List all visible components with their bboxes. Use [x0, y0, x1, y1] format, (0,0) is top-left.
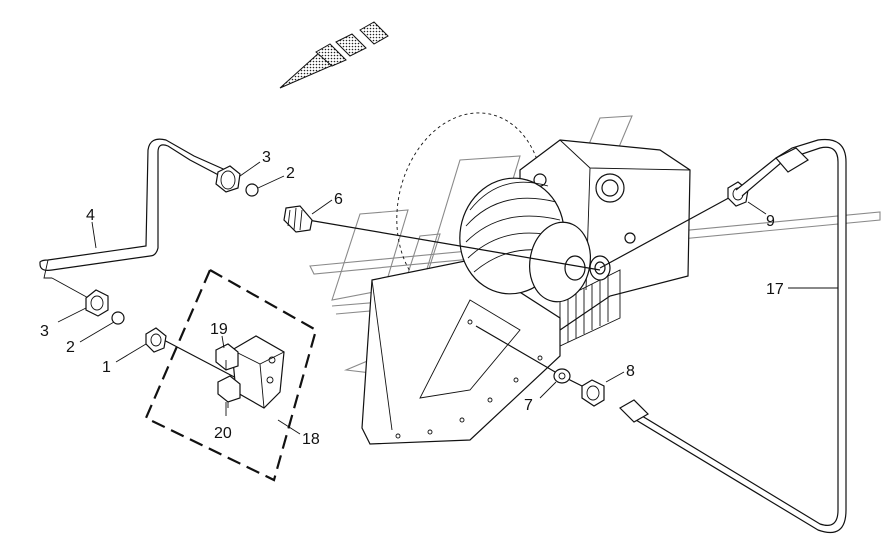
- supply-line: [307, 219, 601, 271]
- fitting-1: [145, 327, 167, 353]
- callout-3-top: 3: [262, 149, 271, 166]
- leader-lines: [57, 161, 838, 435]
- callout-7: 7: [524, 397, 533, 414]
- callout-1: 1: [102, 359, 111, 376]
- callout-labels: 3 2 6 4 3 2 1 19 20 18 9 17 8 7: [40, 149, 784, 448]
- callout-6: 6: [334, 191, 343, 208]
- callout-18: 18: [302, 431, 320, 448]
- callout-9: 9: [766, 213, 775, 230]
- fitting-6: [283, 205, 313, 233]
- callout-2-bottom: 2: [66, 339, 75, 356]
- nut-8: [581, 379, 605, 407]
- callout-2-top: 2: [286, 165, 295, 182]
- callout-3-bottom: 3: [40, 323, 49, 340]
- callout-20: 20: [214, 425, 232, 442]
- valve-block: [215, 335, 285, 409]
- nut-3-top: [215, 165, 241, 193]
- kit-18-box: [144, 268, 318, 482]
- direction-arrow-icon: [279, 21, 389, 89]
- ring-2-top: [245, 183, 259, 197]
- gearbox-housing: [361, 112, 691, 445]
- pipe-17: [619, 138, 847, 534]
- nut-3-bottom: [85, 289, 109, 317]
- callout-8: 8: [626, 363, 635, 380]
- motor-to-fitting-line: [599, 193, 737, 269]
- washer-7: [553, 368, 571, 384]
- callout-19: 19: [210, 321, 228, 338]
- pipe-4: [39, 138, 231, 301]
- callout-4: 4: [86, 207, 95, 224]
- valve-line: [159, 337, 241, 381]
- callout-17: 17: [766, 281, 784, 298]
- ring-2-bottom: [111, 311, 125, 325]
